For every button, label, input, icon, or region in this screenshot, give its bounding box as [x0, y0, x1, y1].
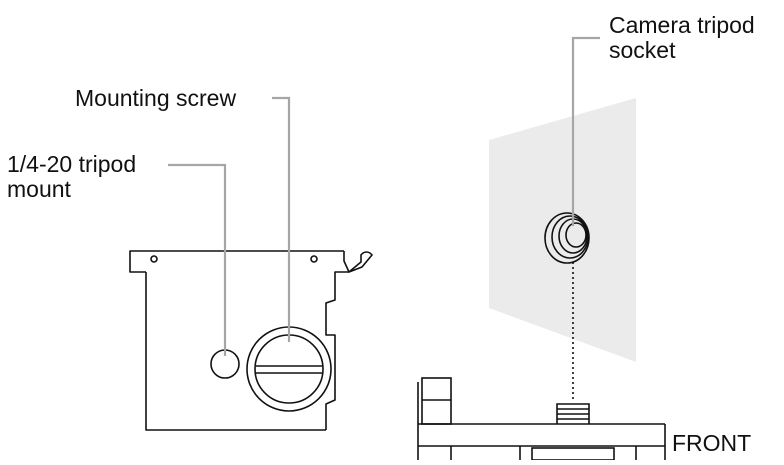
camera-base-plane [489, 98, 636, 362]
label-line-1: 1/4-20 tripod [7, 151, 137, 177]
camera-tripod-socket [544, 212, 590, 264]
mounting-screw-head [254, 334, 324, 404]
leader-mounting-screw [272, 96, 291, 342]
tripod-head-base [417, 377, 666, 461]
label-front: FRONT [672, 431, 751, 456]
label-line-2: socket [609, 37, 676, 63]
label-line-1: FRONT [672, 430, 752, 456]
label-camera-tripod-socket: Camera tripod socket [609, 13, 755, 63]
leader-camera-socket [571, 36, 600, 226]
label-line-1: Mounting screw [75, 85, 237, 111]
leader-tripod-mount [168, 163, 227, 356]
quick-release-plate [129, 250, 373, 431]
label-tripod-mount: 1/4-20 tripod mount [7, 152, 136, 202]
label-line-1: Camera tripod [609, 12, 755, 38]
label-mounting-screw: Mounting screw [75, 86, 236, 111]
label-line-2: mount [7, 176, 71, 202]
leader-lines [168, 36, 600, 356]
